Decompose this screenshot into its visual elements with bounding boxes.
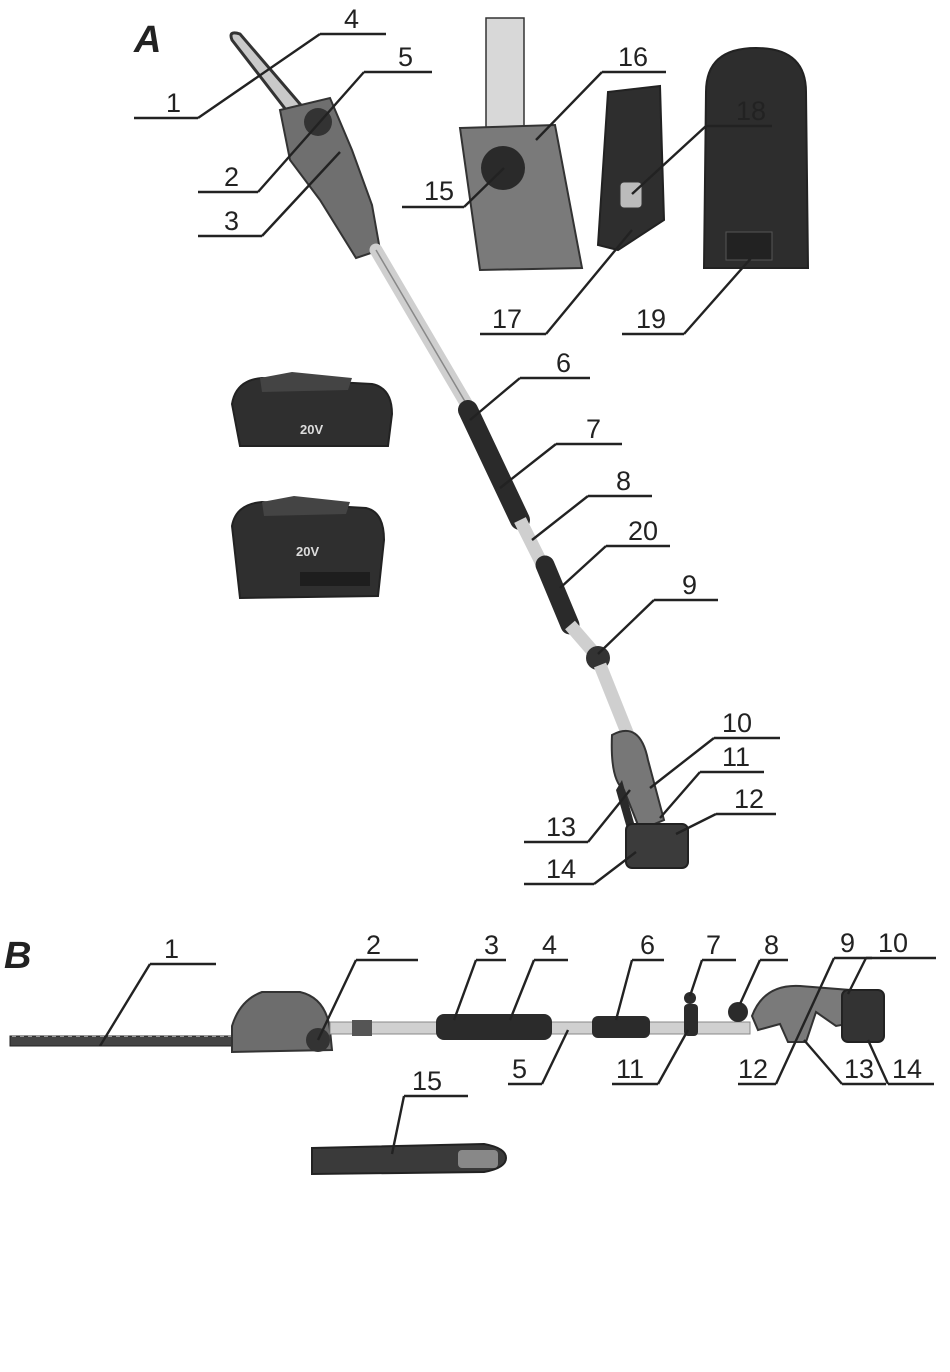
callout-b-9: 9 xyxy=(840,928,855,958)
pole-hedge-trimmer-illustration xyxy=(10,986,884,1052)
callout-a-10: 10 xyxy=(722,708,752,738)
callout-a-6: 6 xyxy=(556,348,571,378)
callout-a-5: 5 xyxy=(398,42,413,72)
callout-a-1: 1 xyxy=(166,88,181,118)
battery-small: 20V xyxy=(232,372,392,446)
callout-b-12: 12 xyxy=(738,1054,768,1084)
section-b-label: B xyxy=(4,935,31,977)
callout-a-16: 16 xyxy=(618,42,648,72)
callout-a-2: 2 xyxy=(224,162,239,192)
callout-a-14: 14 xyxy=(546,854,576,884)
section-b: B xyxy=(4,928,936,1174)
callout-a-9: 9 xyxy=(682,570,697,600)
battery-small-voltage: 20V xyxy=(300,422,323,437)
callout-b-11: 11 xyxy=(616,1054,644,1084)
callout-a-17: 17 xyxy=(492,304,522,334)
battery-large-voltage: 20V xyxy=(296,544,319,559)
callout-b-4: 4 xyxy=(542,930,557,960)
blade-cover-detail xyxy=(704,48,808,268)
callout-a-15: 15 xyxy=(424,176,454,206)
callout-a-4: 4 xyxy=(344,4,359,34)
callout-b-7: 7 xyxy=(706,930,721,960)
callout-b-5: 5 xyxy=(512,1054,527,1084)
callout-b-8: 8 xyxy=(764,930,779,960)
callout-b-6: 6 xyxy=(640,930,655,960)
callout-b-13: 13 xyxy=(844,1054,874,1084)
callout-b-10: 10 xyxy=(878,928,908,958)
blade-clamp-detail xyxy=(460,18,582,270)
callout-b-15: 15 xyxy=(412,1066,442,1096)
battery-large: 20V xyxy=(232,496,384,598)
section-a-label: A xyxy=(133,19,161,61)
callout-a-7: 7 xyxy=(586,414,601,444)
section-a: A xyxy=(133,4,808,884)
callout-b-14: 14 xyxy=(892,1054,922,1084)
callout-a-11: 11 xyxy=(722,742,750,772)
callout-b-2: 2 xyxy=(366,930,381,960)
oil-cap-detail xyxy=(598,86,664,250)
callout-b-3: 3 xyxy=(484,930,499,960)
callout-a-3: 3 xyxy=(224,206,239,236)
callout-b-1: 1 xyxy=(164,934,179,964)
callout-a-18: 18 xyxy=(736,96,766,126)
callout-a-12: 12 xyxy=(734,784,764,814)
callout-a-8: 8 xyxy=(616,466,631,496)
callout-a-20: 20 xyxy=(628,516,658,546)
callout-a-19: 19 xyxy=(636,304,666,334)
blade-cover xyxy=(312,1144,506,1174)
callout-a-13: 13 xyxy=(546,812,576,842)
